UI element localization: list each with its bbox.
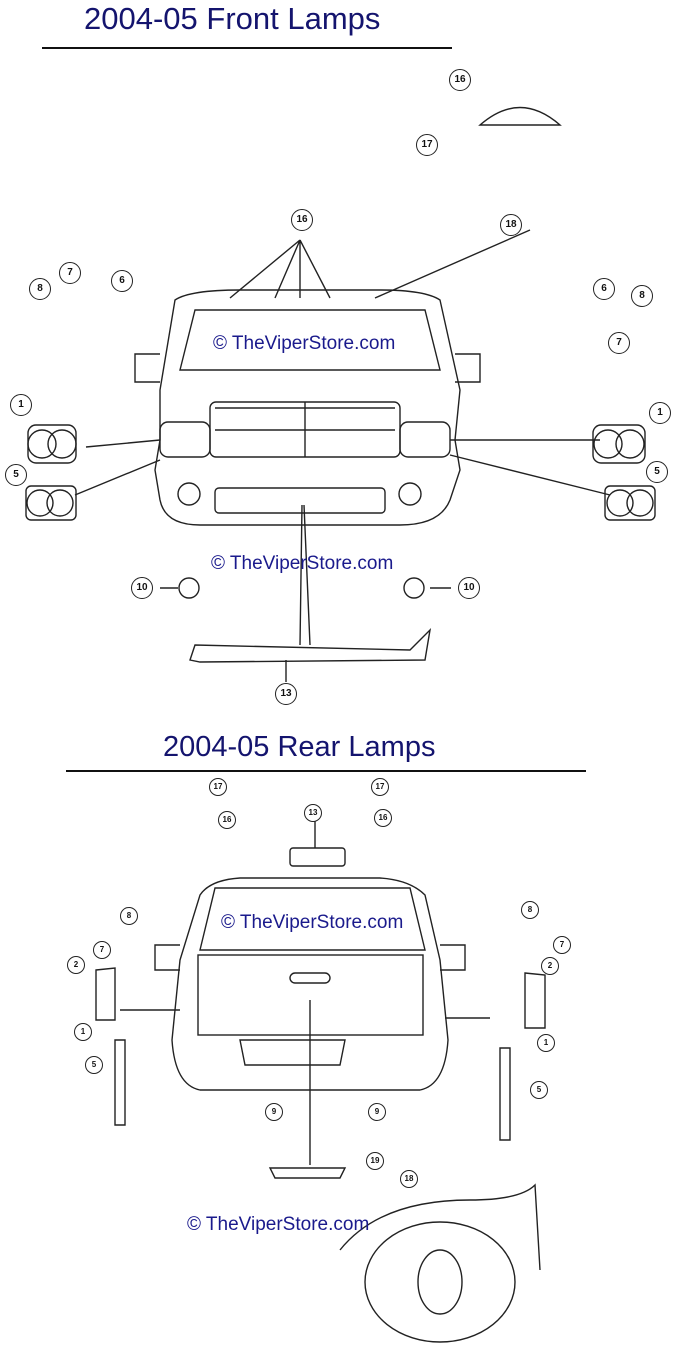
rear-truck-drawing bbox=[95, 820, 546, 1343]
front-lamps-title: 2004-05 Front Lamps bbox=[84, 1, 381, 36]
callout: 5 bbox=[5, 464, 27, 486]
callout: 18 bbox=[400, 1170, 418, 1188]
callout: 18 bbox=[500, 214, 522, 236]
callout: 1 bbox=[649, 402, 671, 424]
callout: 7 bbox=[59, 262, 81, 284]
callout: 7 bbox=[93, 941, 111, 959]
callout: 6 bbox=[593, 278, 615, 300]
callout: 9 bbox=[368, 1103, 386, 1121]
callout: 2 bbox=[541, 957, 559, 975]
callout: 16 bbox=[374, 809, 392, 827]
callout: 5 bbox=[85, 1056, 103, 1074]
callout: 8 bbox=[521, 901, 539, 919]
callout: 13 bbox=[275, 683, 297, 705]
callout: 10 bbox=[458, 577, 480, 599]
watermark: © TheViperStore.com bbox=[187, 1214, 370, 1235]
callout: 16 bbox=[218, 811, 236, 829]
watermark: © TheViperStore.com bbox=[221, 912, 404, 933]
callout: 5 bbox=[530, 1081, 548, 1099]
callout: 17 bbox=[371, 778, 389, 796]
callout: 10 bbox=[131, 577, 153, 599]
callout: 1 bbox=[74, 1023, 92, 1041]
rear-lamps-title: 2004-05 Rear Lamps bbox=[163, 731, 436, 763]
callout: 17 bbox=[209, 778, 227, 796]
front-truck-drawing bbox=[25, 106, 656, 682]
callout: 2 bbox=[67, 956, 85, 974]
callout: 16 bbox=[449, 69, 471, 91]
callout: 8 bbox=[29, 278, 51, 300]
callout: 1 bbox=[10, 394, 32, 416]
callout: 8 bbox=[631, 285, 653, 307]
callout: 17 bbox=[416, 134, 438, 156]
callout: 19 bbox=[366, 1152, 384, 1170]
callout: 8 bbox=[120, 907, 138, 925]
callout: 6 bbox=[111, 270, 133, 292]
watermark: © TheViperStore.com bbox=[213, 333, 396, 354]
callout: 13 bbox=[304, 804, 322, 822]
watermark: © TheViperStore.com bbox=[211, 553, 394, 574]
callout: 9 bbox=[265, 1103, 283, 1121]
callout: 7 bbox=[553, 936, 571, 954]
callout: 5 bbox=[646, 461, 668, 483]
title-divider bbox=[42, 47, 452, 49]
title-divider bbox=[66, 770, 586, 772]
callout: 1 bbox=[537, 1034, 555, 1052]
callout: 16 bbox=[291, 209, 313, 231]
callout: 7 bbox=[608, 332, 630, 354]
